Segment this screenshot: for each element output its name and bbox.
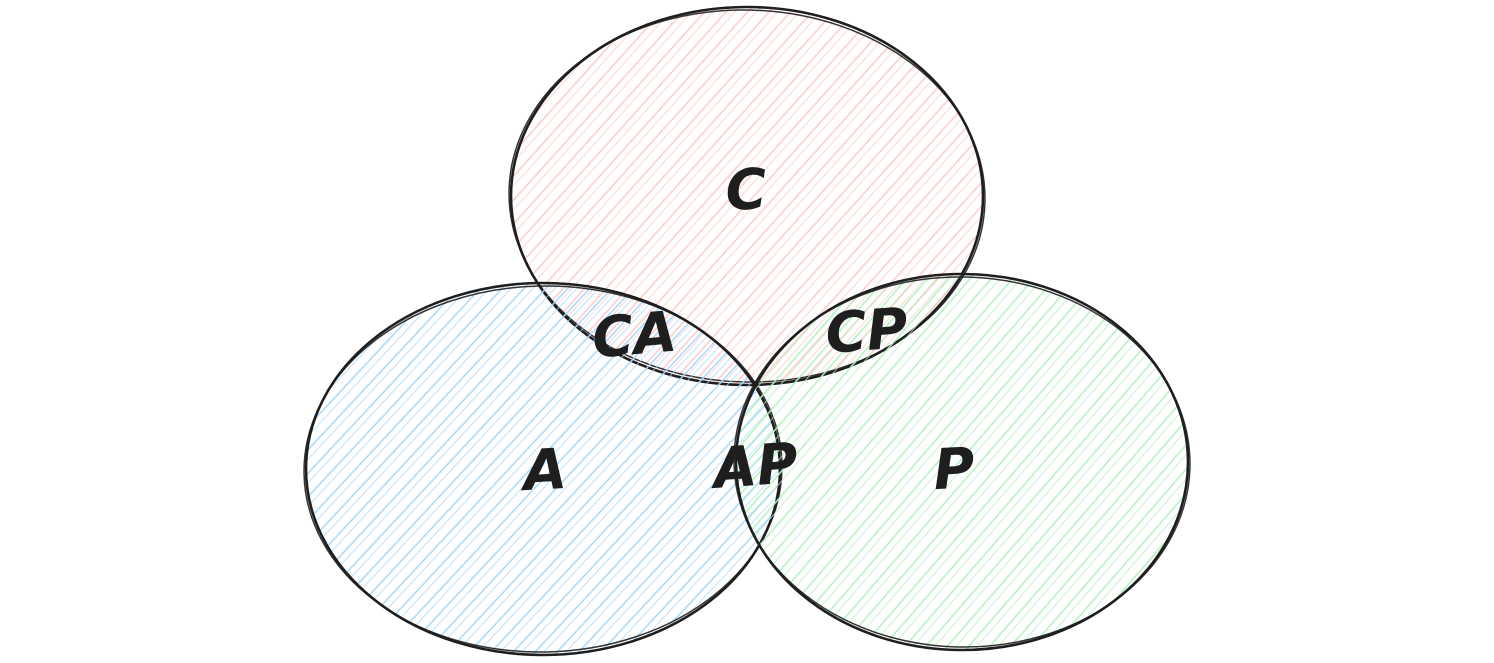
set-a-fill — [306, 283, 780, 655]
set-c-fill — [511, 7, 983, 385]
intersection-ca-label: CA — [589, 300, 679, 372]
intersection-cp-label: CP — [823, 296, 909, 367]
set-p-outline-sketch — [733, 276, 1191, 648]
set-p-label: P — [932, 436, 976, 503]
set-c-label: C — [724, 157, 768, 224]
set-p-outline — [734, 272, 1190, 652]
set-p — [733, 272, 1191, 652]
set-p-fill — [736, 274, 1188, 650]
set-a-label: A — [518, 437, 569, 504]
intersection-ap-label: AP — [707, 431, 800, 502]
